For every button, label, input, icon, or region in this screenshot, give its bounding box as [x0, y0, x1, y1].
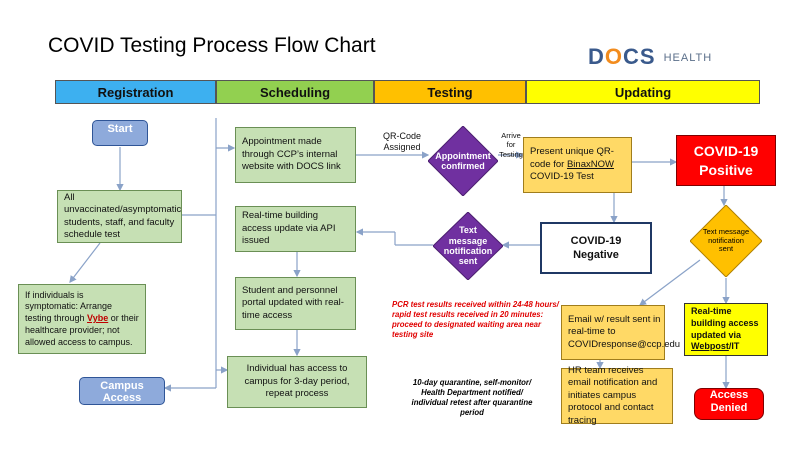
present-qr-text: Present unique QR-code for BinaxNOW COVI… — [530, 146, 625, 183]
present-qr-text-1: Present unique QR-code for — [530, 146, 614, 170]
realtime-webpost-text-3: /IT — [728, 341, 740, 352]
symptomatic-box: If individuals is symptomatic: Arrange t… — [18, 284, 146, 354]
covid-positive-box: COVID-19 Positive — [676, 135, 776, 186]
logo-prefix: D — [588, 44, 605, 69]
logo-suffix: CS — [623, 44, 656, 69]
header-scheduling: Scheduling — [216, 80, 374, 104]
schedule-test-box: All unvaccinated/asymptomatic students, … — [57, 190, 182, 243]
docs-health-logo: DOCS HEALTH — [588, 44, 712, 70]
campus-access-node: Campus Access — [79, 377, 165, 405]
pcr-note: PCR test results received within 24-48 h… — [392, 300, 559, 340]
hr-team-box: HR team receives email notification and … — [561, 365, 673, 426]
text-notification-text: Text message notification sent — [443, 225, 493, 267]
diamond-shape-purple-2 — [433, 212, 503, 280]
start-node: Start — [92, 120, 148, 146]
header-registration: Registration — [55, 80, 216, 104]
vybe-link: Vybe — [87, 313, 109, 324]
building-access-api-box: Real-time building access update via API… — [235, 206, 356, 252]
header-updating: Updating — [526, 80, 760, 104]
present-qr-box: Present unique QR-code for BinaxNOW COVI… — [523, 137, 632, 193]
page-title: COVID Testing Process Flow Chart — [48, 34, 376, 57]
symptomatic-text-2: or their healthcare provider; not allowe… — [25, 313, 139, 347]
diamond-shape-purple — [428, 126, 498, 196]
appointment-confirmed-diamond: Appointment confirmed — [428, 126, 498, 196]
logo-sub: HEALTH — [663, 52, 713, 65]
realtime-webpost-text-1: Real-time building access updated via — [691, 306, 759, 340]
realtime-webpost-box: Real-time building access updated via We… — [684, 303, 768, 356]
appointment-confirmed-text: Appointment confirmed — [435, 150, 491, 171]
realtime-webpost-text: Real-time building access updated via We… — [691, 306, 761, 353]
qr-assigned-label: QR-Code Assigned — [382, 131, 421, 153]
header-testing: Testing — [374, 80, 526, 104]
symptomatic-text: If individuals is symptomatic: Arrange t… — [25, 290, 139, 348]
text-notification-yellow-diamond: Text message notification sent — [690, 205, 762, 277]
diamond-shape-yellow — [690, 205, 762, 277]
access-denied-node: Access Denied — [694, 388, 764, 420]
logo-o: O — [604, 44, 624, 69]
text-notification-yellow-text: Text message notification sent — [702, 227, 750, 254]
individual-access-box: Individual has access to campus for 3-da… — [227, 356, 367, 408]
arrive-testing-label: Arrive for Testing — [499, 131, 523, 159]
covid-negative-box: COVID-19 Negative — [540, 222, 652, 274]
present-qr-text-2: COVID-19 Test — [530, 171, 594, 183]
symptomatic-text-1: If individuals is symptomatic: Arrange t… — [25, 289, 113, 324]
appointment-made-box: Appointment made through CCP’s internal … — [235, 127, 356, 183]
webpost-text: Webpost — [691, 341, 729, 352]
email-result-box: Email w/ result sent in real-time to COV… — [561, 305, 680, 360]
binaxnow-text: BinaxNOW — [566, 158, 614, 170]
portal-updated-box: Student and personnel portal updated wit… — [235, 277, 356, 330]
quarantine-note: 10-day quarantine, self-monitor/ Health … — [411, 378, 533, 418]
text-notification-diamond: Text message notification sent — [433, 212, 503, 280]
